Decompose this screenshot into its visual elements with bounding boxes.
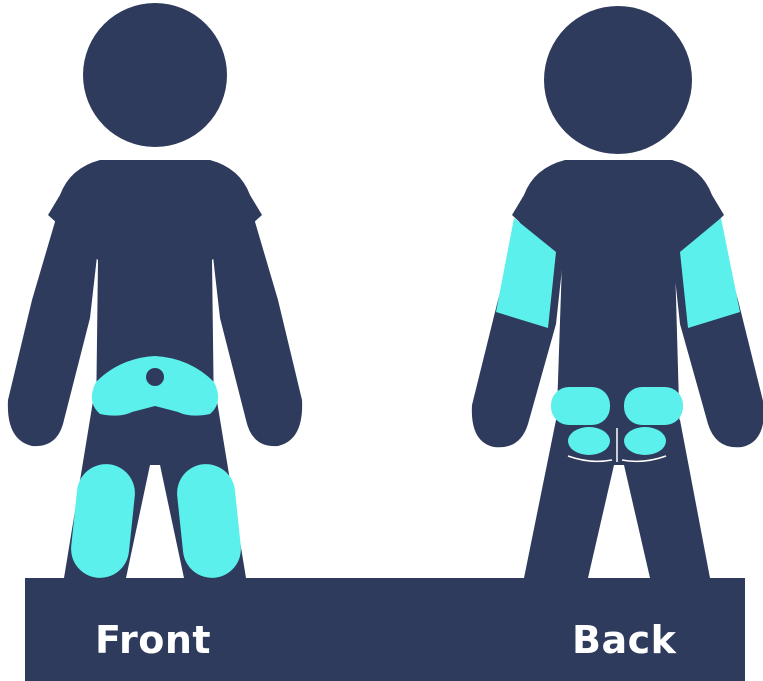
front-head (83, 3, 227, 147)
back-lower-left-buttock-site (568, 427, 610, 455)
front-label: Front (95, 621, 211, 659)
back-figure (472, 6, 763, 578)
back-lower-right-buttock-site (624, 427, 666, 455)
back-head (544, 6, 692, 154)
back-upper-left-buttock-site (551, 387, 610, 425)
front-figure (8, 3, 302, 581)
back-label: Back (572, 621, 676, 659)
back-upper-right-buttock-site (624, 387, 683, 425)
navel-icon (146, 368, 164, 386)
